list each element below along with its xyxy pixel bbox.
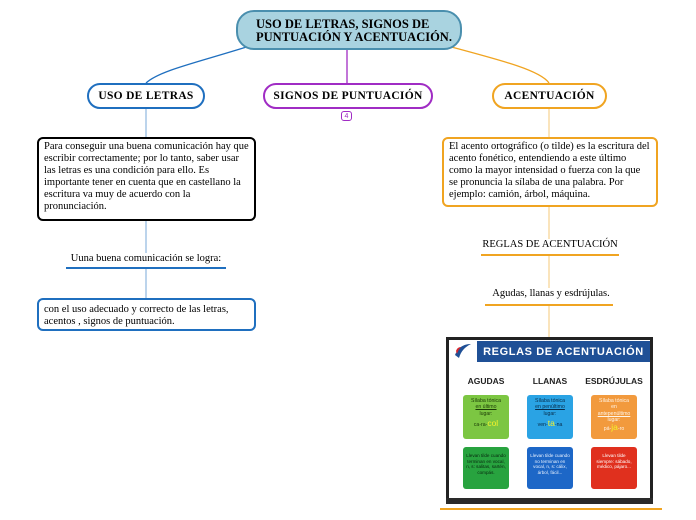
column-title-llanas: LLANAS <box>532 376 568 386</box>
column-title-esdrujulas: ESDRÚJULAS <box>585 376 643 386</box>
root-title-line2: PUNTUACIÓN Y ACENTUACIÓN. <box>256 30 452 44</box>
reglas-image-header: REGLAS DE ACENTUACIÓN <box>449 340 650 362</box>
reglas-image[interactable]: REGLAS DE ACENTUACIÓN AGUDAS LLANAS ESDR… <box>446 337 653 504</box>
topic-uso-de-letras[interactable]: USO DE LETRAS <box>87 83 205 109</box>
tile-agudas-rule: Llevan tilde cuando terminan en vocal, n… <box>463 447 509 489</box>
reglas-image-title: REGLAS DE ACENTUACIÓN <box>477 341 650 362</box>
left-subtopic-label[interactable]: Uuna buena comunicación se logra: <box>70 253 222 264</box>
right-subtopic-reglas[interactable]: REGLAS DE ACENTUACIÓN <box>482 239 618 250</box>
tile-esdrujulas-definition: Sílaba tónica en antepenúltimo lugar: pá… <box>591 395 637 439</box>
right-subtopic-tipos[interactable]: Agudas, llanas y esdrújulas. <box>492 288 610 299</box>
root-topic[interactable]: USO DE LETRAS, SIGNOS DE PUNTUACIÓN Y AC… <box>236 10 462 50</box>
right-subtopic-reglas-underline <box>481 254 619 256</box>
topic-signos-de-puntuacion-label: SIGNOS DE PUNTUACIÓN <box>273 90 423 102</box>
column-title-agudas: AGUDAS <box>467 376 505 386</box>
left-conclusion-box[interactable]: con el uso adecuado y correcto de las le… <box>37 298 256 331</box>
left-description-box[interactable]: Para conseguir una buena comunicación ha… <box>37 137 256 221</box>
right-description-box[interactable]: El acento ortográfico (o tilde) es la es… <box>442 137 658 207</box>
topic-acentuacion[interactable]: ACENTUACIÓN <box>492 83 607 109</box>
collapsed-count-badge[interactable]: 4 <box>341 111 352 121</box>
root-title-line1: USO DE LETRAS, SIGNOS DE <box>256 17 430 31</box>
reglas-image-footer <box>446 498 653 504</box>
right-subtopic-tipos-underline <box>485 304 613 306</box>
reglas-image-content: REGLAS DE ACENTUACIÓN AGUDAS LLANAS ESDR… <box>449 340 650 498</box>
tile-llanas-definition: Sílaba tónica en penúltimo lugar: ven-ta… <box>527 395 573 439</box>
topic-signos-de-puntuacion[interactable]: SIGNOS DE PUNTUACIÓN <box>263 83 433 109</box>
tile-llanas-rule: Llevan tilde cuando no terminan en vocal… <box>527 447 573 489</box>
left-subtopic-underline <box>66 267 226 269</box>
tile-esdrujulas-rule: Llevan tilde siempre: sábado, médico, pá… <box>591 447 637 489</box>
reglas-image-underline <box>440 508 662 510</box>
tile-agudas-definition: Sílaba tónica en último lugar: ca-ra-col <box>463 395 509 439</box>
swoosh-logo-icon <box>455 344 471 358</box>
link-root-left <box>145 43 257 84</box>
topic-uso-de-letras-label: USO DE LETRAS <box>98 90 194 102</box>
link-root-right <box>439 43 550 84</box>
topic-acentuacion-label: ACENTUACIÓN <box>504 90 595 102</box>
